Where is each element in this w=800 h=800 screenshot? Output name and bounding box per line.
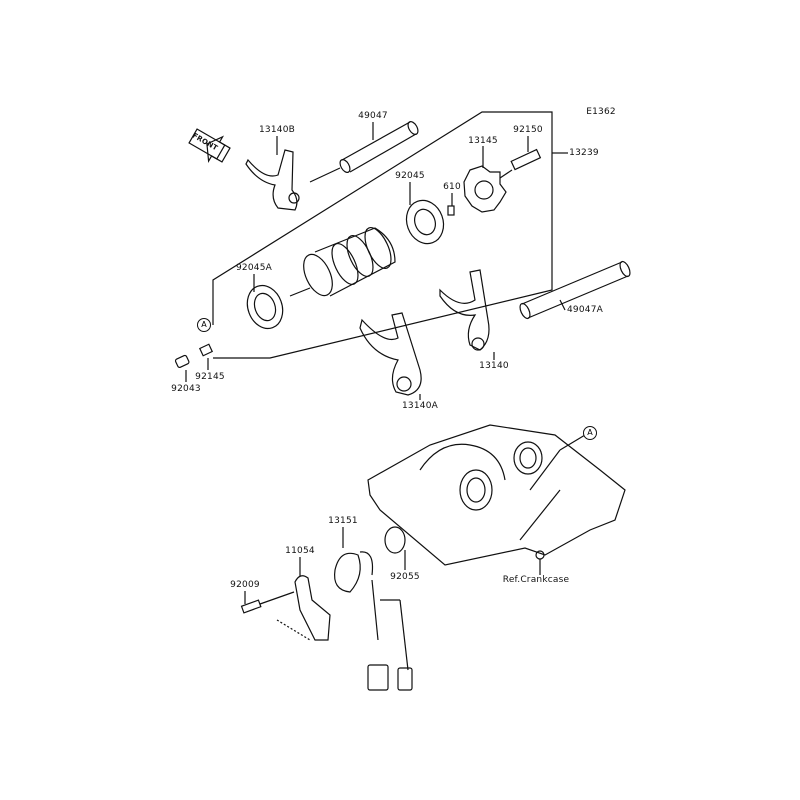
part-label-13151[interactable]: 13151 bbox=[328, 516, 358, 526]
part-label-92043[interactable]: 92043 bbox=[171, 384, 201, 394]
part-label-13140[interactable]: 13140 bbox=[479, 361, 509, 371]
part-label-13140B[interactable]: 13140B bbox=[258, 125, 296, 135]
part-label-13145[interactable]: 13145 bbox=[468, 136, 498, 146]
shift-fork-13140 bbox=[439, 269, 495, 360]
part-label-610[interactable]: 610 bbox=[443, 182, 461, 192]
shaft-49047 bbox=[309, 121, 419, 183]
part-label-13239[interactable]: 13239 bbox=[569, 148, 599, 158]
part-label-92145[interactable]: 92145 bbox=[195, 372, 225, 382]
part-label-92009[interactable]: 92009 bbox=[230, 580, 260, 590]
crankcase bbox=[367, 424, 626, 575]
part-label-92055[interactable]: 92055 bbox=[390, 572, 420, 582]
part-label-92045[interactable]: 92045 bbox=[395, 171, 425, 181]
front-arrow-icon bbox=[188, 128, 231, 164]
pin-610 bbox=[447, 205, 455, 216]
part-label-49047[interactable]: 49047 bbox=[358, 111, 388, 121]
shift-drum bbox=[289, 227, 396, 297]
screw-92009 bbox=[240, 599, 262, 614]
reference-mark-a: A bbox=[197, 318, 211, 332]
o-ring-92055 bbox=[384, 526, 406, 554]
bolt-92150 bbox=[499, 136, 542, 179]
shift-cam-13145 bbox=[463, 146, 507, 213]
part-label-92150[interactable]: 92150 bbox=[513, 125, 543, 135]
pin-92043 bbox=[174, 354, 190, 369]
part-label-49047A[interactable]: 49047A bbox=[567, 305, 603, 315]
shift-fork-13140A bbox=[359, 312, 422, 400]
part-label-11054[interactable]: 11054 bbox=[285, 546, 315, 556]
assembly-bracket bbox=[212, 111, 553, 359]
diagram-code: E1362 bbox=[586, 107, 616, 117]
bearing-92045 bbox=[405, 182, 445, 245]
bearing-92045A bbox=[246, 274, 284, 330]
part-label-92045A[interactable]: 92045A bbox=[236, 263, 272, 273]
bracket-11054 bbox=[294, 557, 331, 641]
spring-92145 bbox=[198, 343, 214, 357]
gear-position-sensor-13151 bbox=[333, 527, 413, 691]
shaft-49047A bbox=[519, 260, 631, 320]
shift-fork-13140B bbox=[245, 136, 300, 211]
ref-crankcase-label: Ref.Crankcase bbox=[502, 575, 570, 585]
reference-mark-a: A bbox=[583, 426, 597, 440]
part-label-13140A[interactable]: 13140A bbox=[402, 401, 438, 411]
